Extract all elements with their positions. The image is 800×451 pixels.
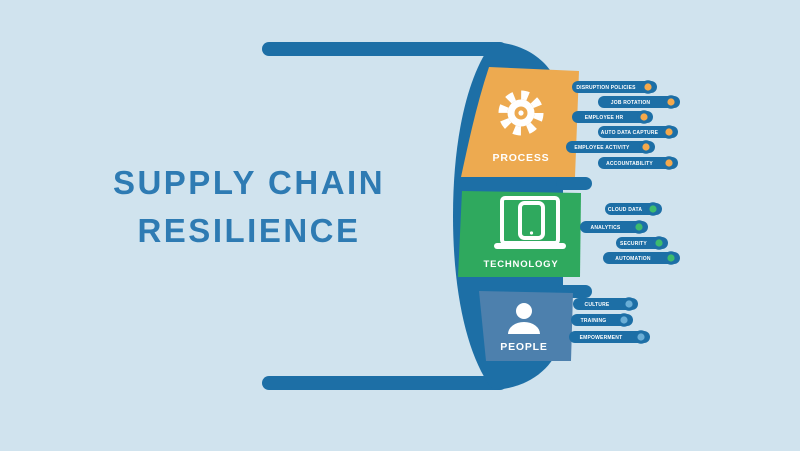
pill-dot (637, 333, 645, 341)
pill-dot (667, 98, 675, 106)
pill-item-label: EMPOWERMENT (580, 335, 623, 341)
pill-item-label: ANALYTICS (591, 225, 621, 231)
pill-item-label: EMPLOYEE ACTIVITY (574, 145, 630, 151)
pill-body (571, 314, 633, 326)
pill-dot (635, 223, 643, 231)
laptop-icon (494, 196, 566, 249)
pill-body (569, 331, 650, 343)
panel-people-label: PEOPLE (500, 341, 547, 353)
title-line-1: SUPPLY CHAIN (113, 164, 385, 201)
pill-body (598, 126, 678, 138)
pill-body (572, 111, 653, 123)
pill-item-label: DISRUPTION POLICIES (576, 85, 636, 91)
pill-process-6: ACCOUNTABILITY (598, 156, 678, 170)
pill-people-3: EMPOWERMENT (569, 330, 650, 344)
pill-dot (655, 239, 663, 247)
pill-process-5: EMPLOYEE ACTIVITY (566, 140, 655, 154)
pill-body (580, 221, 648, 233)
gear-icon (498, 90, 544, 136)
pill-people-1: CULTURE (573, 297, 638, 311)
pill-process-3: EMPLOYEE HR (572, 110, 653, 124)
panel-technology-label: TECHNOLOGY (483, 259, 558, 270)
pill-technology-1: CLOUD DATA (605, 202, 662, 216)
pill-dot (644, 83, 652, 91)
pill-people-2: TRAINING (571, 313, 633, 327)
pill-item-label: TRAINING (581, 318, 607, 324)
panel-process-label: PROCESS (493, 152, 550, 164)
pill-dot (640, 113, 648, 121)
connector-stub (556, 177, 592, 190)
pill-body (598, 96, 680, 108)
pill-technology-4: AUTOMATION (603, 251, 680, 265)
pill-body (566, 141, 655, 153)
pill-dot (665, 159, 673, 167)
pill-process-2: JOB ROTATION (598, 95, 680, 109)
pill-body (598, 157, 678, 169)
person-icon (508, 303, 540, 334)
pill-body (573, 298, 638, 310)
pill-process-1: DISRUPTION POLICIES (572, 80, 657, 94)
pill-item-label: JOB ROTATION (611, 100, 651, 106)
pill-body (603, 252, 680, 264)
pill-item-label: CLOUD DATA (608, 207, 642, 213)
pill-technology-2: ANALYTICS (580, 220, 648, 234)
pill-dot (625, 300, 633, 308)
title-line-2: RESILIENCE (137, 212, 360, 249)
pill-dot (642, 143, 650, 151)
pill-item-label: ACCOUNTABILITY (606, 161, 653, 167)
pill-dot (620, 316, 628, 324)
pill-item-label: AUTOMATION (615, 256, 651, 262)
pill-item-label: EMPLOYEE HR (585, 115, 624, 121)
pill-dot (667, 254, 675, 262)
pill-dot (649, 205, 657, 213)
pill-process-4: AUTO DATA CAPTURE (598, 125, 678, 139)
pill-item-label: AUTO DATA CAPTURE (601, 130, 659, 136)
pill-item-label: CULTURE (585, 302, 610, 308)
pill-body (572, 81, 657, 93)
pill-dot (665, 128, 673, 136)
pill-technology-3: SECURITY (616, 236, 668, 250)
pill-item-label: SECURITY (620, 241, 647, 247)
